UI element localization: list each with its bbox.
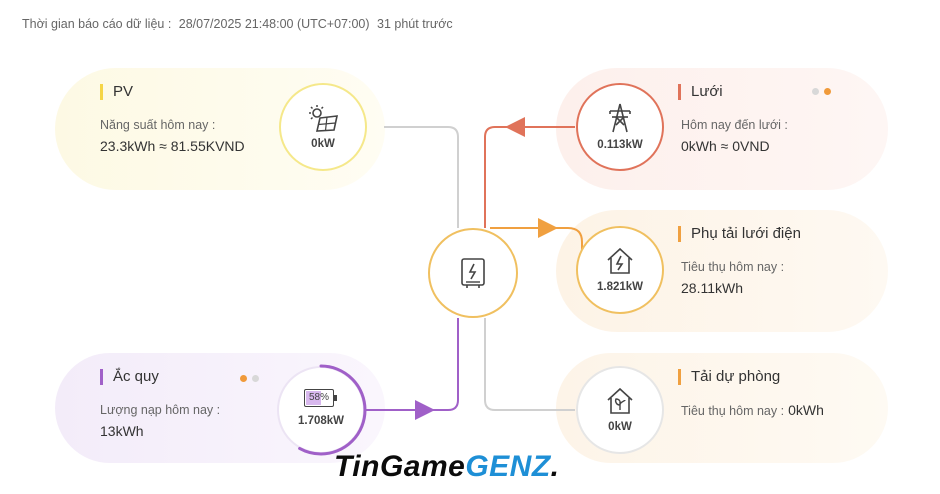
grid-node[interactable]: 0.113kW [576,83,664,171]
report-time-bar: Thời gian báo cáo dữ liệu : 28/07/2025 2… [22,17,457,31]
load-flow-line-2 [548,227,583,265]
grid-title: Lưới [691,83,723,100]
pv-flow-line [384,126,459,228]
dot-inactive[interactable] [812,88,819,95]
load-accent-bar [678,225,681,242]
pv-node[interactable]: 0kW [279,83,367,171]
backup-title: Tải dự phòng [691,368,781,385]
backup-node[interactable]: 0kW [576,366,664,454]
backup-today-value: 0kWh [788,402,824,418]
backup-flow-line [484,318,575,411]
pv-power: 0kW [311,138,335,150]
load-node[interactable]: 1.821kW [576,226,664,314]
battery-icon: 58% [304,389,338,409]
solar-panel-sun-icon [309,105,339,132]
battery-accent-bar [100,368,103,385]
report-time-label: Thời gian báo cáo dữ liệu : [22,17,172,31]
load-today-value: 28.11kWh [681,280,743,296]
backup-today-label: Tiêu thụ hôm nay : [681,404,785,418]
watermark-part2: GENZ [465,450,551,483]
inverter-icon [461,258,485,288]
report-ago: 31 phút trước [377,17,453,31]
battery-soc-ring [275,364,367,456]
grid-flow-line [484,126,530,228]
inverter-node[interactable] [428,228,518,318]
grid-today-value: 0kWh ≈ 0VND [681,138,770,154]
pv-today-label: Năng suất hôm nay : [100,118,216,132]
load-power: 1.821kW [596,281,644,293]
pv-accent-bar [100,83,103,100]
load-today-label: Tiêu thụ hôm nay : [681,260,785,274]
grid-today-label: Hôm nay đến lưới : [681,118,788,132]
watermark-part1: TinGame [334,450,466,483]
house-bolt-icon [607,247,633,274]
load-title: Phụ tải lưới điện [691,225,801,242]
dot-active[interactable] [240,375,247,382]
pv-title: PV [113,83,134,100]
battery-today-label: Lượng nạp hôm nay : [100,403,221,417]
backup-accent-bar [678,368,681,385]
house-leaf-icon [607,387,633,414]
battery-node[interactable]: 58% 1.708kW [275,364,367,456]
battery-today-value: 13kWh [100,423,144,439]
pv-today-value: 23.3kWh ≈ 81.55KVND [100,138,245,154]
backup-power: 0kW [608,421,632,433]
battery-soc-text: 58% [308,392,329,403]
watermark-part3: . [550,450,560,483]
dot-active[interactable] [824,88,831,95]
grid-page-dots[interactable] [812,88,831,95]
grid-accent-bar [678,83,681,100]
battery-page-dots[interactable] [240,375,259,382]
report-timestamp: 28/07/2025 21:48:00 (UTC+07:00) [178,17,370,31]
dot-inactive[interactable] [252,375,259,382]
battery-power: 1.708kW [297,415,345,427]
grid-power: 0.113kW [597,139,643,151]
power-tower-icon [609,103,631,133]
battery-flow-line [430,318,459,411]
battery-title: Ắc quy [113,368,159,385]
